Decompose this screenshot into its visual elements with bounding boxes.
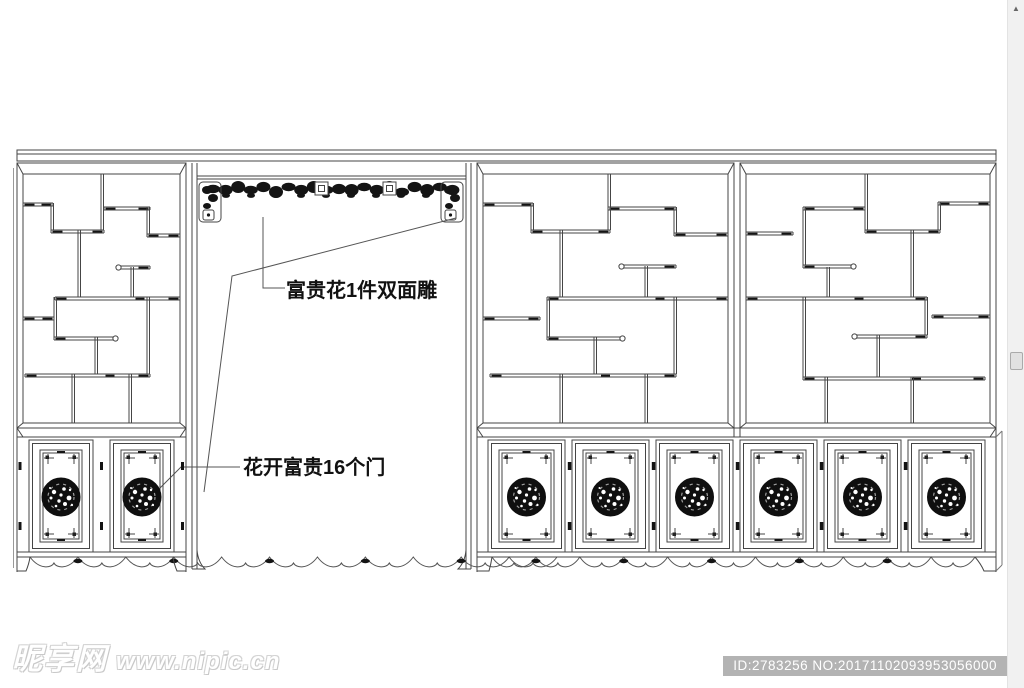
lower-left-cabinet: [16, 427, 558, 572]
leader-lines: [155, 217, 457, 493]
watermark: 昵享网 www.nipic.cn: [12, 634, 280, 678]
vertical-scrollbar[interactable]: ▲: [1007, 0, 1024, 688]
cabinet-elevation-drawing: [13, 149, 1003, 572]
left-cabinet: [16, 162, 187, 429]
crown-board: [16, 149, 997, 162]
passage-posts: [13, 163, 472, 570]
carved-lintel: [197, 175, 466, 223]
annotation-doors-label: 花开富贵16个门: [243, 457, 386, 479]
watermark-url: www.nipic.cn: [116, 648, 281, 675]
scrollbar-thumb[interactable]: [1010, 352, 1023, 370]
image-id-badge: ID:2783256 NO:20171102093953056000: [723, 656, 1007, 676]
right-cabinet: [739, 162, 997, 429]
lower-right-cabinet: [476, 427, 1003, 572]
scroll-up-icon[interactable]: ▲: [1012, 3, 1020, 13]
annotation-carving-label: 富贵花1件双面雕: [286, 280, 438, 302]
nipic-logo: 昵享网: [12, 643, 108, 676]
center-cabinet: [476, 162, 735, 429]
